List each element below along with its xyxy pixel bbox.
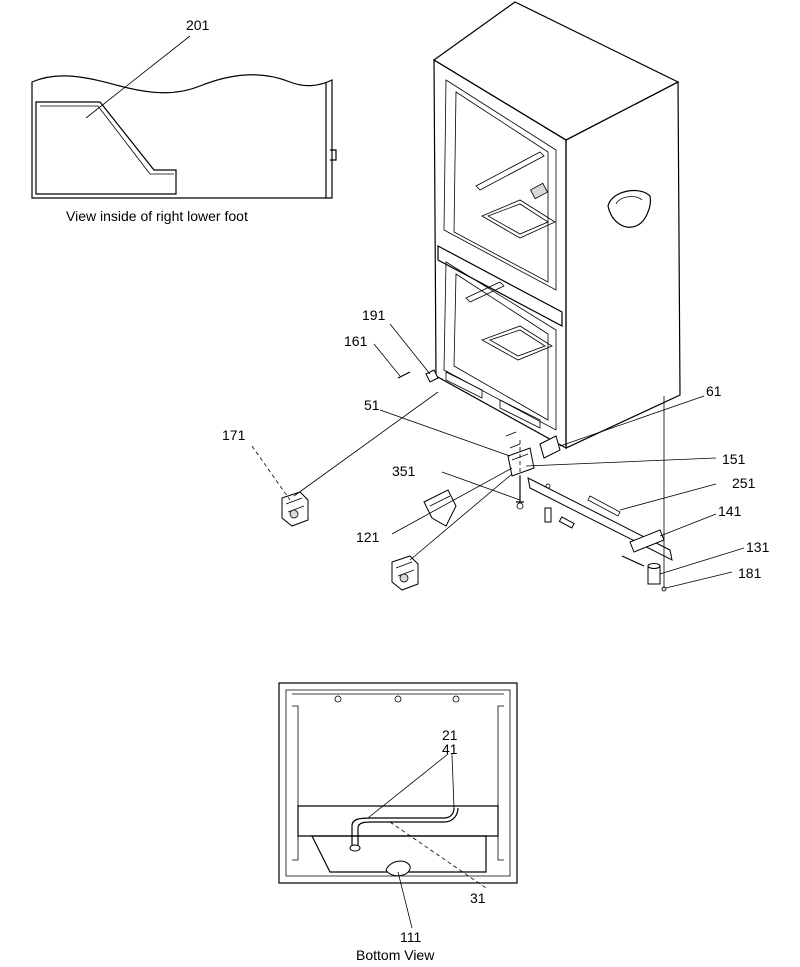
part-131-leveler (647, 563, 661, 585)
callout-121: 121 (356, 529, 380, 545)
part-pin-a (544, 507, 552, 523)
leader-201 (85, 35, 191, 119)
callout-201: 201 (186, 17, 210, 33)
leader-31 (389, 821, 487, 889)
leader-21-a (367, 753, 449, 819)
part-61 (539, 435, 561, 459)
callout-131: 131 (746, 539, 770, 555)
callout-51: 51 (364, 397, 380, 413)
leader-21-b (451, 753, 455, 809)
callout-161: 161 (344, 333, 368, 349)
callout-41: 41 (442, 741, 458, 757)
callout-171: 171 (222, 427, 246, 443)
inset-right-lower-foot (31, 74, 337, 199)
bottom-view-caption: Bottom View (356, 947, 435, 963)
part-roller-left (391, 555, 419, 591)
callout-191: 191 (362, 307, 386, 323)
part-171-roller (281, 491, 309, 527)
callout-111: 111 (400, 929, 421, 945)
callout-251: 251 (732, 475, 756, 491)
callout-61: 61 (706, 383, 722, 399)
callout-141: 141 (718, 503, 742, 519)
part-151 (505, 431, 521, 449)
callout-181: 181 (738, 565, 762, 581)
leader-111 (397, 871, 413, 929)
inset-caption: View inside of right lower foot (66, 208, 248, 224)
part-351-screw (516, 476, 524, 503)
callout-351: 351 (392, 463, 416, 479)
callout-21: 21 (442, 727, 458, 743)
callout-151: 151 (722, 451, 746, 467)
callout-31: 31 (470, 890, 486, 906)
part-51-bracket (507, 447, 535, 477)
part-screw (621, 555, 645, 567)
bottom-view (278, 682, 518, 884)
part-161-screw (397, 371, 411, 379)
part-pin-b (558, 516, 575, 529)
leader-lines (251, 323, 745, 589)
refrigerator-cabinet (432, 1, 681, 450)
